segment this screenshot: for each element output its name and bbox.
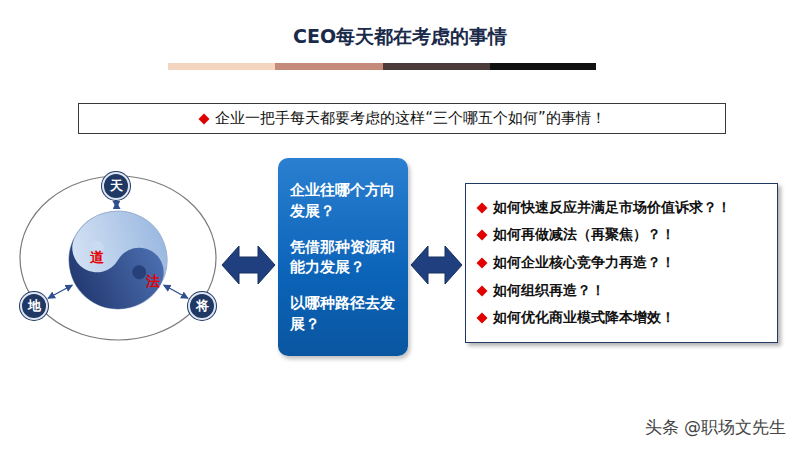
question-text: 以哪种路径去发展？ bbox=[290, 293, 396, 334]
element-circle: 将 bbox=[188, 292, 216, 320]
yin-yang-dark bbox=[68, 214, 168, 310]
orbit-ring bbox=[20, 176, 216, 340]
bullet-diamond-shape bbox=[477, 257, 488, 268]
bullet-row: 如何优化商业模式降本增效！ bbox=[476, 309, 767, 327]
element-label: 天 bbox=[110, 177, 123, 195]
bullet-diamond-shape bbox=[477, 313, 488, 324]
action-list-box: 如何快速反应并满足市场价值诉求？！ 如何再做减法（再聚焦）？！ 如何企业核心竞争力再… bbox=[465, 183, 778, 343]
bullet-diamond-shape bbox=[477, 230, 488, 241]
block-double-arrow bbox=[411, 246, 462, 284]
action-item: 如何企业核心竞争力再造？！ bbox=[493, 254, 675, 272]
title-bar bbox=[383, 63, 490, 70]
yin-yang-label: 法 bbox=[146, 274, 160, 288]
element-circle: 天 bbox=[102, 172, 130, 200]
double-arrow-line bbox=[48, 285, 72, 298]
yin-yang-drawing bbox=[68, 210, 168, 310]
yin-yang-label: 道 bbox=[90, 250, 104, 264]
element-label: 将 bbox=[196, 297, 209, 315]
bullet-row: 企业一把手每天都要考虑的这样“三个哪五个如何”的事情！ bbox=[198, 109, 606, 128]
double-arrow-line bbox=[164, 285, 188, 298]
title-bar bbox=[275, 63, 383, 70]
bullet-diamond-shape bbox=[199, 113, 210, 124]
block-double-arrow bbox=[222, 246, 275, 284]
element-circle: 地 bbox=[20, 292, 48, 320]
bullet-diamond bbox=[476, 202, 488, 214]
action-item: 如何快速反应并满足市场价值诉求？！ bbox=[493, 199, 731, 217]
bullet-diamond bbox=[476, 257, 488, 269]
bullet-diamond bbox=[476, 312, 488, 324]
bullet-row: 如何组织再造？！ bbox=[476, 282, 767, 300]
element-label: 地 bbox=[28, 297, 41, 315]
question-text: 企业往哪个方向发展？ bbox=[290, 180, 396, 221]
bullet-diamond-shape bbox=[477, 202, 488, 213]
bullet-row: 如何再做减法（再聚焦）？！ bbox=[476, 226, 767, 244]
title-bar bbox=[490, 63, 596, 70]
question-text: 凭借那种资源和能力发展？ bbox=[290, 237, 396, 278]
yin-yang-symbol: 道法 bbox=[68, 210, 168, 310]
bullet-row: 如何快速反应并满足市场价值诉求？！ bbox=[476, 199, 767, 217]
bullet-diamond bbox=[476, 285, 488, 297]
diagram-title: CEO每天都在考虑的事情 bbox=[0, 24, 800, 50]
yin-yang-group bbox=[68, 210, 168, 310]
bullet-diamond bbox=[476, 229, 488, 241]
title-bar bbox=[168, 63, 275, 70]
header-text: 企业一把手每天都要考虑的这样“三个哪五个如何”的事情！ bbox=[215, 109, 606, 128]
bullet-diamond-shape bbox=[477, 285, 488, 296]
yin-yang-light bbox=[68, 210, 168, 310]
action-item: 如何再做减法（再聚焦）？！ bbox=[493, 226, 675, 244]
yin-yang-eye bbox=[130, 263, 149, 282]
bullet-row: 如何企业核心竞争力再造？！ bbox=[476, 254, 767, 272]
double-arrow-line bbox=[116, 202, 117, 208]
action-item: 如何优化商业模式降本增效！ bbox=[493, 309, 675, 327]
bullet-diamond bbox=[198, 113, 210, 125]
question-box: 企业往哪个方向发展？ 凭借那种资源和能力发展？ 以哪种路径去发展？ bbox=[278, 158, 408, 356]
action-item: 如何组织再造？！ bbox=[493, 282, 605, 300]
watermark: 头条 @职场文先生 bbox=[645, 416, 786, 439]
header-box: 企业一把手每天都要考虑的这样“三个哪五个如何”的事情！ bbox=[78, 103, 726, 134]
